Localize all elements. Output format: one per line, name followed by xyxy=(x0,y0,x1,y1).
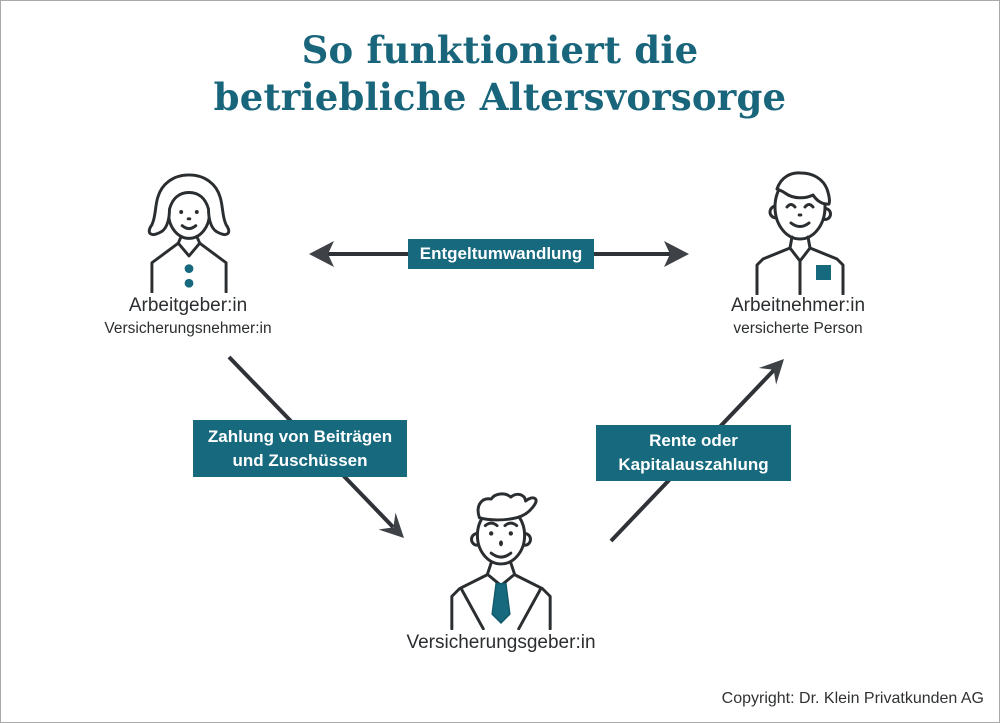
contributions-text-line2: und Zuschüssen xyxy=(232,450,368,470)
payout-text-line1: Rente oder xyxy=(649,431,738,450)
flow-label-salary-conversion: Entgeltumwandlung xyxy=(408,239,594,269)
payout-text-line2: Kapitalauszahlung xyxy=(618,455,769,474)
employer-label-block: Arbeitgeber:in Versicherungsnehmer:in xyxy=(63,295,313,338)
insurer-figure xyxy=(442,490,560,630)
employee-role: versicherte Person xyxy=(733,320,863,337)
insurer-label-block: Versicherungsgeber:in xyxy=(376,632,626,654)
employer-name: Arbeitgeber:in xyxy=(128,295,248,316)
title-line1: So funktioniert die xyxy=(301,28,699,72)
flow-label-payout: Rente oder Kapitalauszahlung xyxy=(596,425,791,481)
insurer-name: Versicherungsgeber:in xyxy=(406,632,596,653)
employer-woman-icon xyxy=(147,173,231,293)
insurer-man-icon xyxy=(450,492,552,630)
employee-name: Arbeitnehmer:in xyxy=(730,295,866,316)
title-line2: betriebliche Altersvorsorge xyxy=(213,75,787,119)
employee-figure xyxy=(743,171,855,295)
copyright-text: Copyright: Dr. Klein Privatkunden AG xyxy=(721,690,984,707)
employer-role: Versicherungsnehmer:in xyxy=(104,320,272,337)
contributions-text-line1: Zahlung von Beiträgen xyxy=(207,426,393,446)
flow-label-contributions: Zahlung von Beiträgen und Zuschüssen xyxy=(193,420,407,477)
salary-conversion-text: Entgeltumwandlung xyxy=(419,244,583,263)
employer-figure xyxy=(142,172,236,293)
employee-man-icon xyxy=(755,171,845,295)
page-title: So funktioniert die betriebliche Altersv… xyxy=(1,27,999,121)
employee-label-block: Arbeitnehmer:in versicherte Person xyxy=(673,295,923,338)
